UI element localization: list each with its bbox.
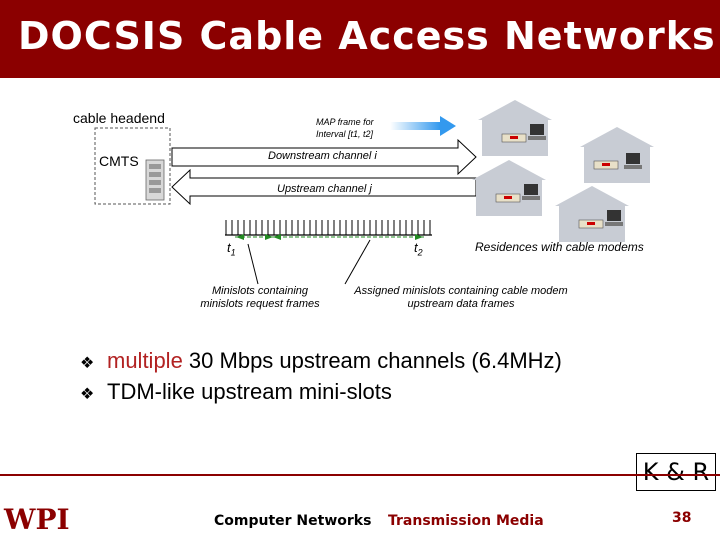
t1-letter: t <box>227 240 231 255</box>
house-icon <box>580 127 654 183</box>
minislot-timeline <box>225 220 432 240</box>
bullet-marker-icon: ❖ <box>80 355 95 372</box>
map-frame-line1: MAP frame for <box>316 117 374 127</box>
t2-label: t2 <box>414 240 423 258</box>
slide-title: DOCSIS Cable Access Networks <box>18 14 716 58</box>
map-frame-arrow <box>390 116 456 136</box>
upstream-label: Upstream channel j <box>277 183 372 195</box>
upstream-arrow <box>171 168 477 206</box>
house-icon <box>472 160 546 216</box>
assigned-line1: Assigned minislots containing cable mode… <box>354 285 568 297</box>
author-badge: K & R <box>636 453 716 491</box>
page-number: 38 <box>672 510 692 526</box>
map-frame-line2: Interval [t1, t2] <box>316 129 374 139</box>
minislots-label: Minislots containing minislots request f… <box>194 285 326 311</box>
cmts-label: CMTS <box>99 153 139 169</box>
bullet-marker-icon: ❖ <box>80 386 95 403</box>
bullet-item: TDM-like upstream mini-slots <box>107 379 392 404</box>
minislots-line2: minislots request frames <box>200 298 320 310</box>
assigned-pointer <box>344 239 371 285</box>
cmts-device-icon <box>145 159 165 201</box>
headend-label: cable headend <box>73 110 165 126</box>
footer-divider <box>0 474 720 476</box>
residences-label: Residences with cable modems <box>475 240 644 254</box>
t2-subscript: 2 <box>417 247 423 258</box>
minislot-pointer <box>247 243 259 285</box>
assigned-line2: upstream data frames <box>407 298 515 310</box>
bullet-text: 30 Mbps upstream channels (6.4MHz) <box>182 348 562 373</box>
t1-label: t1 <box>227 240 236 258</box>
t1-subscript: 1 <box>230 247 236 258</box>
house-icon <box>478 100 552 156</box>
wpi-logo: WPI <box>4 503 70 536</box>
downstream-label: Downstream channel i <box>268 150 377 162</box>
diagram-canvas <box>94 100 654 285</box>
bullet-item: multiple 30 Mbps upstream channels (6.4M… <box>107 348 562 374</box>
minislots-line1: Minislots containing <box>212 285 308 297</box>
downstream-arrow <box>171 138 477 176</box>
t2-letter: t <box>414 240 418 255</box>
bullet-accent: multiple <box>107 348 183 373</box>
footer-course: Computer Networks <box>214 513 372 529</box>
house-icon <box>555 186 629 242</box>
footer-topic: Transmission Media <box>388 513 544 529</box>
assigned-label: Assigned minislots containing cable mode… <box>344 285 578 311</box>
title-bar: DOCSIS Cable Access Networks <box>0 0 720 78</box>
map-frame-label: MAP frame for Interval [t1, t2] <box>316 116 374 140</box>
headend-box <box>94 127 171 205</box>
